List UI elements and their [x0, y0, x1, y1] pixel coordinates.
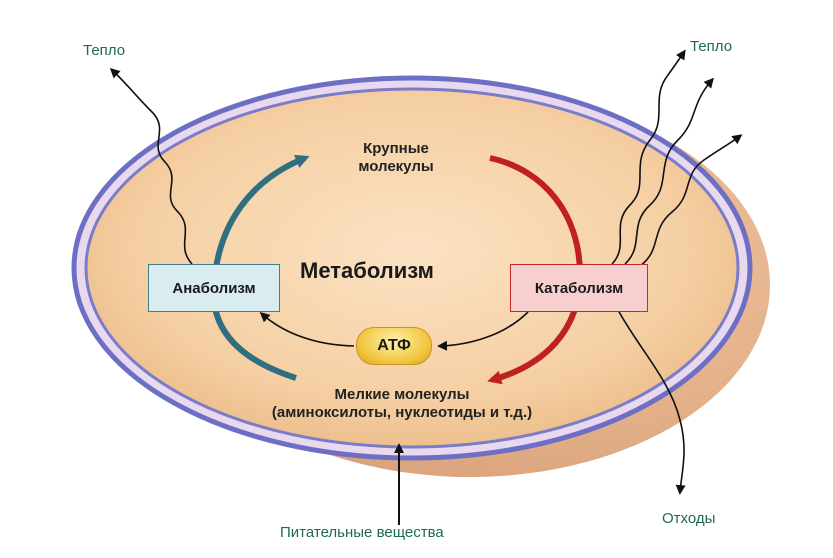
heat-right-arrow-3	[639, 134, 743, 267]
catabolism-label: Катаболизм	[534, 279, 624, 297]
large-molecules-line-1: Крупные	[363, 140, 429, 157]
heat-left-arrow	[109, 67, 193, 265]
anabolism-label: Анаболизм	[172, 279, 256, 297]
heat-right-arrow-2	[624, 77, 714, 265]
waste-arrow	[617, 309, 686, 495]
atp-label: АТФ	[377, 337, 411, 354]
atp-to-anabolism-arrow	[259, 312, 355, 347]
heat-right-label: Тепло	[690, 38, 733, 55]
catabolism-box: Катаболизм	[510, 264, 648, 312]
metabolism-title: Метаболизм	[300, 258, 434, 283]
large-molecules-line-2: молекулы	[358, 158, 434, 175]
small-molecules-line-1: Мелкие молекулы	[334, 386, 470, 403]
waste-label: Отходы	[662, 510, 716, 527]
small-molecules-label: Мелкие молекулы (аминоксилоты, нуклеотид…	[232, 386, 572, 422]
atp-badge: АТФ	[356, 327, 432, 365]
large-molecules-label: Крупные молекулы	[336, 140, 456, 176]
heat-left-label: Тепло	[83, 42, 126, 59]
nutrients-label: Питательные вещества	[280, 524, 444, 541]
small-molecules-line-2: (аминоксилоты, нуклеотиды и т.д.)	[271, 404, 533, 421]
catabolism-to-atp-arrow	[437, 311, 529, 351]
heat-right-arrow-1	[611, 49, 686, 265]
anabolism-box: Анаболизм	[148, 264, 280, 312]
